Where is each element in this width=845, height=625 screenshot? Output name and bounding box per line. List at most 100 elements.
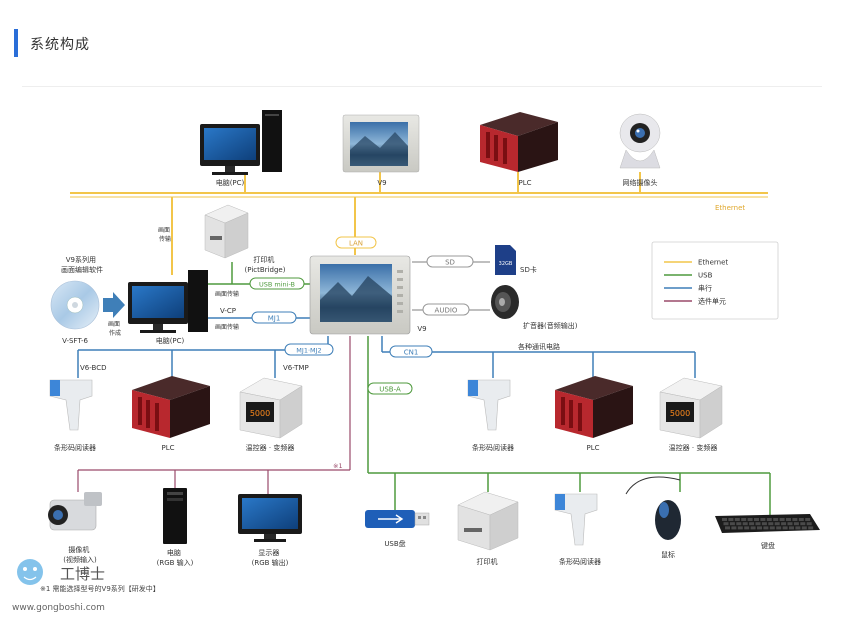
printer-pictbridge-line-2: (PictBridge): [245, 266, 286, 274]
port-usb-a: USB-A: [367, 382, 413, 395]
port-usb-mini-b: USB mini-B: [249, 277, 305, 290]
monitor-rgb-label: 显示器 (RGB 输出): [252, 549, 289, 567]
scanner-3-label: 条形码阅读器: [559, 557, 601, 566]
keyboard-key: [782, 526, 788, 530]
header-divider: [22, 86, 822, 87]
monitor-icon: [238, 494, 302, 542]
plc-2-label: PLC: [586, 444, 599, 452]
left-pc-icon: [128, 270, 208, 333]
controller-1-label: 温控器 · 变频器: [246, 443, 295, 452]
watermark-url: www.gongboshi.com: [12, 603, 105, 613]
keyboard-key: [798, 518, 804, 521]
note-mark: ※1: [333, 462, 343, 470]
keyboard-key: [792, 518, 798, 521]
v6-tmp-label: V6-TMP: [283, 364, 309, 372]
printer-icon: [457, 491, 519, 551]
keyboard-key: [769, 526, 775, 530]
keyboard-key: [768, 522, 774, 526]
port-mj1-mj2: MJ1·MJ2: [284, 343, 334, 356]
port-cn1-label: CN1: [404, 349, 419, 357]
vcp-label: V-CP: [220, 307, 236, 315]
legend-label: 选件单元: [698, 297, 726, 306]
keyboard-key: [760, 518, 766, 521]
keyboard-key: [776, 526, 782, 530]
footnote: ※1 需能选择型号的V9系列【研发中】: [40, 584, 160, 593]
pc-rgb-line-2: (RGB 输入): [157, 558, 194, 567]
scanner-2-label: 条形码阅读器: [472, 443, 514, 452]
keyboard-key: [800, 522, 806, 526]
printer-pictbridge-label: 打印机 (PictBridge): [245, 255, 286, 274]
comm-devices-label: 各种通讯电路: [518, 342, 560, 351]
scanner-2-icon: [467, 379, 511, 431]
keyboard-key: [805, 518, 811, 521]
controller-2-icon: 5000: [659, 377, 723, 439]
keyboard-key: [757, 526, 762, 530]
keyboard-key: [722, 518, 727, 521]
keyboard-key: [723, 522, 729, 526]
arrow-to-pc: [103, 292, 125, 318]
camera-line-1: 摄像机: [68, 545, 89, 554]
legend-label: Ethernet: [698, 259, 728, 267]
port-audio: AUDIO: [422, 303, 470, 316]
port-sd: SD: [426, 255, 474, 268]
center-v9-icon: [309, 255, 411, 335]
port-audio-label: AUDIO: [435, 307, 458, 315]
keyboard-key: [755, 522, 761, 526]
mouse-icon: [625, 476, 681, 540]
webcam-label: 网络摄像头: [623, 178, 658, 187]
pc-tower-icon: [163, 488, 187, 544]
mouse-label: 鼠标: [661, 550, 675, 559]
sd-card-badge: 32GB: [499, 261, 513, 267]
top-pc-icon: [200, 110, 282, 175]
header-accent-bar: [14, 29, 18, 57]
port-lan-label: LAN: [349, 240, 363, 248]
plc-2-icon: [555, 376, 633, 438]
disc-label: V-SFT-6: [62, 337, 88, 345]
screen-transfer-1: 画面传输: [215, 290, 239, 298]
scanner-3-icon: [554, 493, 598, 546]
screen-create-line-2: 作成: [109, 329, 121, 337]
keyboard-icon: [715, 514, 820, 533]
keyboard-key: [779, 518, 785, 521]
port-sd-label: SD: [445, 259, 455, 267]
keyboard-key: [806, 522, 812, 526]
keyboard-key: [763, 526, 769, 530]
v6-bcd-label: V6-BCD: [80, 364, 106, 372]
sd-card-label: SD卡: [520, 265, 537, 274]
usb-drive-label: USB盘: [384, 539, 405, 548]
keyboard-key: [747, 518, 753, 521]
keyboard-key: [736, 522, 742, 526]
controller-1-display: 5000: [250, 409, 270, 418]
watermark: 工博士 www.gongboshi.com: [12, 559, 105, 613]
keyboard-key: [774, 522, 780, 526]
port-mj1-mj2-label: MJ1·MJ2: [296, 347, 321, 355]
software-title-line-2: 画面编辑软件: [61, 265, 103, 274]
controller-2-label: 温控器 · 变频器: [669, 443, 718, 452]
keyboard-key: [728, 518, 734, 521]
section-header: 系统构成: [14, 27, 834, 59]
screen-create-line-1: 画面: [108, 321, 120, 328]
port-mj1: MJ1: [251, 311, 297, 324]
usb-drive-icon: [365, 510, 430, 528]
scanner-1-icon: [49, 379, 93, 431]
keyboard-key: [737, 526, 743, 530]
legend-label: 串行: [698, 284, 712, 293]
page-title: 系统构成: [30, 37, 90, 53]
watermark-brand: 工博士: [60, 565, 105, 583]
keyboard-key: [734, 518, 740, 521]
sd-card-icon: 32GB: [495, 245, 516, 275]
software-title-line-1: V9系列用: [66, 255, 96, 264]
controller-1-icon: 5000: [239, 377, 303, 439]
top-v9-icon: [342, 114, 420, 173]
keyboard-key: [729, 522, 735, 526]
disc-icon: [50, 280, 100, 330]
left-pc-label: 电脑(PC): [156, 336, 185, 345]
port-usb-a-label: USB-A: [379, 386, 401, 394]
monitor-rgb-line-2: (RGB 输出): [252, 558, 289, 567]
controller-2-display: 5000: [670, 409, 690, 418]
keyboard-key: [749, 522, 755, 526]
camera-label: 摄像机 (视频输入): [63, 545, 97, 564]
plc-1-label: PLC: [161, 444, 174, 452]
